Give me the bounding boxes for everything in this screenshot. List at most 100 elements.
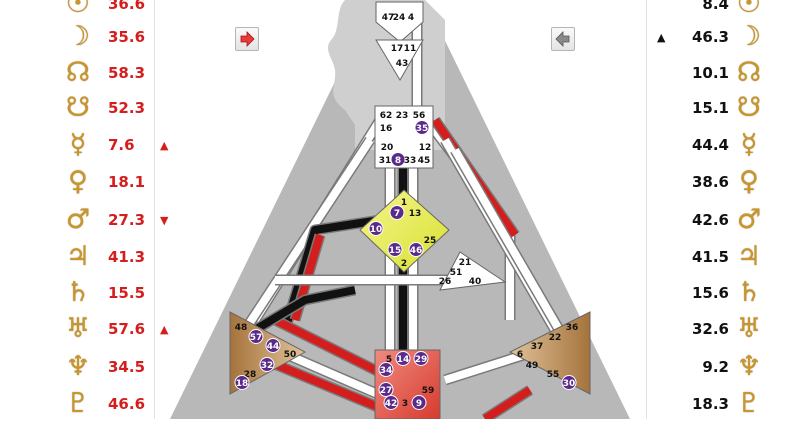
- gate-56: 56: [413, 111, 426, 121]
- personality-gate-value: 10.1: [691, 64, 729, 82]
- gate-44: 44: [265, 338, 281, 353]
- personality-gate-value: 15.1: [691, 99, 729, 117]
- sun-icon: ☉: [65, 0, 91, 19]
- gate-number: 6: [517, 350, 523, 360]
- design-row-moon: ☽35.6: [6, 20, 160, 54]
- design-row-mercury: ☿7.6▲: [6, 128, 169, 162]
- gate-43: 43: [396, 59, 409, 69]
- design-row-mars: ♂27.3▼: [6, 203, 169, 237]
- gate-12: 12: [419, 143, 432, 153]
- gate-number: 51: [450, 268, 463, 278]
- gate-badge-circle: [561, 375, 577, 390]
- gate-9: 9: [411, 395, 427, 410]
- gate-29: 29: [413, 351, 429, 366]
- design-panel: ☉36.6☽35.6☊58.3☋52.3☿7.6▲♀18.1♂27.3▼♃41.…: [6, 0, 168, 419]
- south-node-icon: ☋: [737, 92, 761, 123]
- design-row-neptune: ♆34.5: [6, 350, 160, 384]
- gate-13: 13: [409, 209, 422, 219]
- gate-number: 49: [526, 361, 539, 371]
- gate-number: 44: [267, 342, 280, 352]
- previous-chart-button[interactable]: [235, 27, 259, 51]
- design-gate-value: 36.6: [108, 0, 146, 13]
- gate-number: 35: [416, 124, 429, 134]
- gate-number: 8: [395, 156, 401, 166]
- gate-number: 32: [261, 361, 274, 371]
- gate-number: 14: [397, 355, 410, 365]
- personality-row-south-node: 15.1 ☋: [647, 91, 795, 125]
- gate-45: 45: [418, 156, 431, 166]
- personality-gate-value: 9.2: [702, 358, 729, 376]
- personality-gate-value: 38.6: [691, 173, 729, 191]
- gate-number: 23: [396, 111, 409, 121]
- design-gate-value: 18.1: [108, 173, 146, 191]
- gate-50: 50: [284, 350, 297, 360]
- gate-number: 46: [410, 246, 423, 256]
- gray-arrow-left-icon: [555, 31, 570, 47]
- gate-number: 15: [389, 246, 402, 256]
- gate-49: 49: [526, 361, 539, 371]
- design-gate-value: 15.5: [108, 284, 146, 302]
- mars-icon: ♂: [736, 204, 762, 235]
- gate-59: 59: [422, 386, 435, 396]
- gate-number: 5: [386, 355, 392, 365]
- gate-32: 32: [259, 357, 275, 372]
- gate-badge-circle: [408, 242, 424, 257]
- gate-number: 37: [531, 342, 544, 352]
- sun-icon: ☉: [736, 0, 762, 19]
- gate-number: 62: [380, 111, 393, 121]
- channel-30-41: [482, 386, 533, 419]
- gate-11: 11: [404, 44, 417, 54]
- neptune-icon: ♆: [736, 351, 762, 382]
- design-gate-value: 34.5: [108, 358, 146, 376]
- gate-number: 33: [404, 156, 417, 166]
- gate-badge-circle: [414, 120, 430, 135]
- gate-27: 27: [378, 382, 394, 397]
- gate-badge-circle: [383, 395, 399, 410]
- gate-number: 47: [382, 13, 395, 23]
- gate-31: 31: [379, 156, 392, 166]
- heart-center: [439, 251, 507, 291]
- gate-number: 59: [422, 386, 435, 396]
- design-row-saturn: ♄ 15.5: [6, 276, 160, 310]
- gate-5: 5: [386, 355, 392, 365]
- gate-number: 11: [404, 44, 417, 54]
- gate-number: 2: [401, 259, 407, 269]
- gate-badge-circle: [389, 205, 405, 220]
- gate-number: 30: [563, 379, 576, 389]
- personality-gate-value: 41.5: [691, 248, 729, 266]
- gate-number: 17: [391, 44, 404, 54]
- gate-28: 28: [244, 370, 257, 380]
- moon-icon: ☽: [736, 21, 762, 52]
- personality-row-pluto: 18.3♇: [647, 387, 795, 421]
- gate-23: 23: [396, 111, 409, 121]
- gate-number: 34: [380, 366, 393, 376]
- personality-row-moon: ▲46.3☽: [647, 20, 795, 54]
- jupiter-icon: ♃: [65, 241, 91, 272]
- design-row-venus: ♀18.1: [6, 165, 160, 199]
- gate-number: 21: [459, 258, 472, 268]
- personality-row-north-node: 10.1☊: [647, 56, 795, 90]
- next-chart-button[interactable]: [551, 27, 575, 51]
- gate-number: 42: [385, 399, 398, 409]
- gate-number: 13: [409, 209, 422, 219]
- gate-badge-circle: [390, 152, 406, 167]
- gate-48: 48: [235, 323, 248, 333]
- saturn-icon: ♄: [65, 277, 91, 308]
- personality-row-mars: 42.6♂: [647, 203, 795, 237]
- mercury-icon: ☿: [69, 129, 87, 160]
- detriment-arrow-icon: ▼: [160, 213, 169, 227]
- personality-row-saturn: 15.6♄: [647, 276, 795, 310]
- design-row-uranus: ♅57.6▲: [6, 312, 169, 346]
- gate-number: 29: [415, 355, 428, 365]
- gate-21: 21: [459, 258, 472, 268]
- gate-51: 51: [450, 268, 463, 278]
- gate-number: 31: [379, 156, 392, 166]
- gate-10: 10: [368, 221, 384, 236]
- channel-18-58: [263, 356, 387, 414]
- channel-16-48: [241, 137, 374, 333]
- gate-number: 50: [284, 350, 297, 360]
- gate-number: 1: [401, 198, 407, 208]
- design-gate-value: 27.3: [108, 211, 146, 229]
- personality-row-uranus: 32.6♅: [647, 312, 795, 346]
